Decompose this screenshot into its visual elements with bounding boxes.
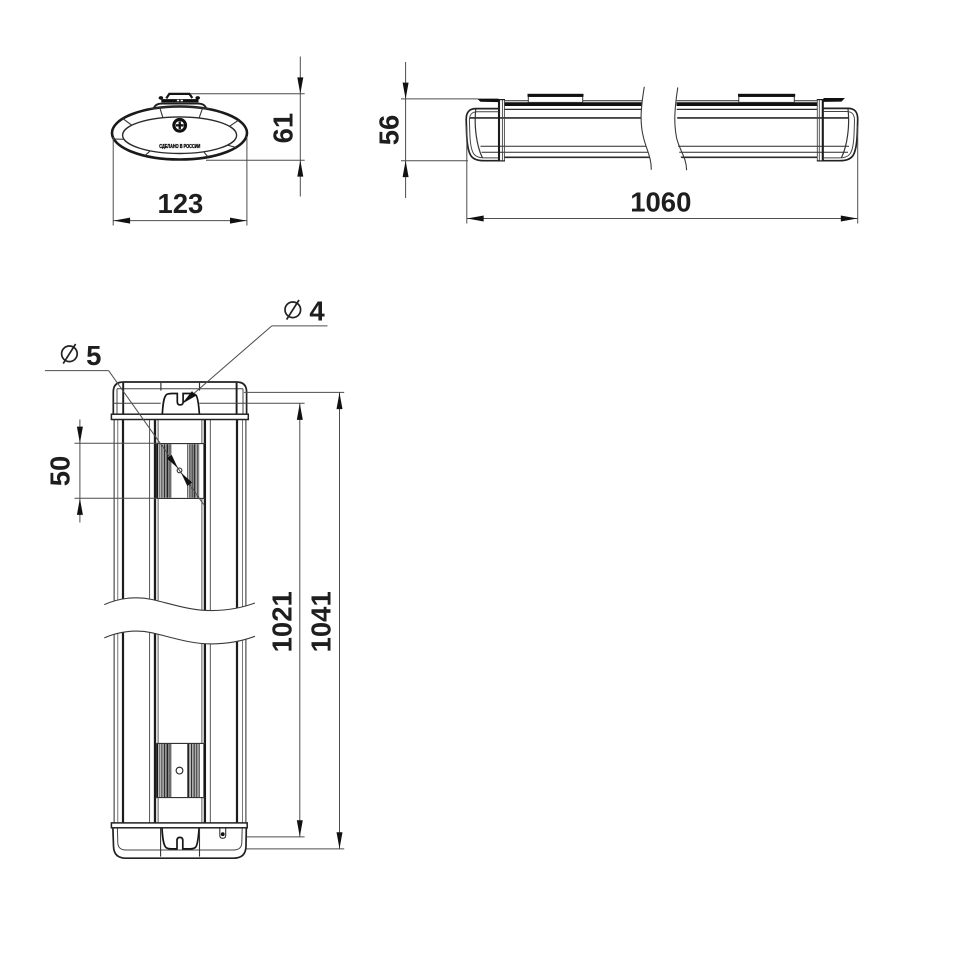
svg-text:5: 5	[86, 340, 101, 371]
svg-text:56: 56	[374, 115, 405, 146]
svg-text:СДЕЛАНО В РОССИИ: СДЕЛАНО В РОССИИ	[159, 144, 200, 150]
svg-text:123: 123	[157, 188, 203, 219]
svg-text:1041: 1041	[305, 591, 336, 652]
svg-text:1021: 1021	[267, 591, 298, 652]
svg-text:4: 4	[309, 296, 325, 327]
svg-text:61: 61	[268, 113, 299, 144]
svg-text:1060: 1060	[630, 186, 691, 217]
svg-text:50: 50	[44, 456, 75, 487]
